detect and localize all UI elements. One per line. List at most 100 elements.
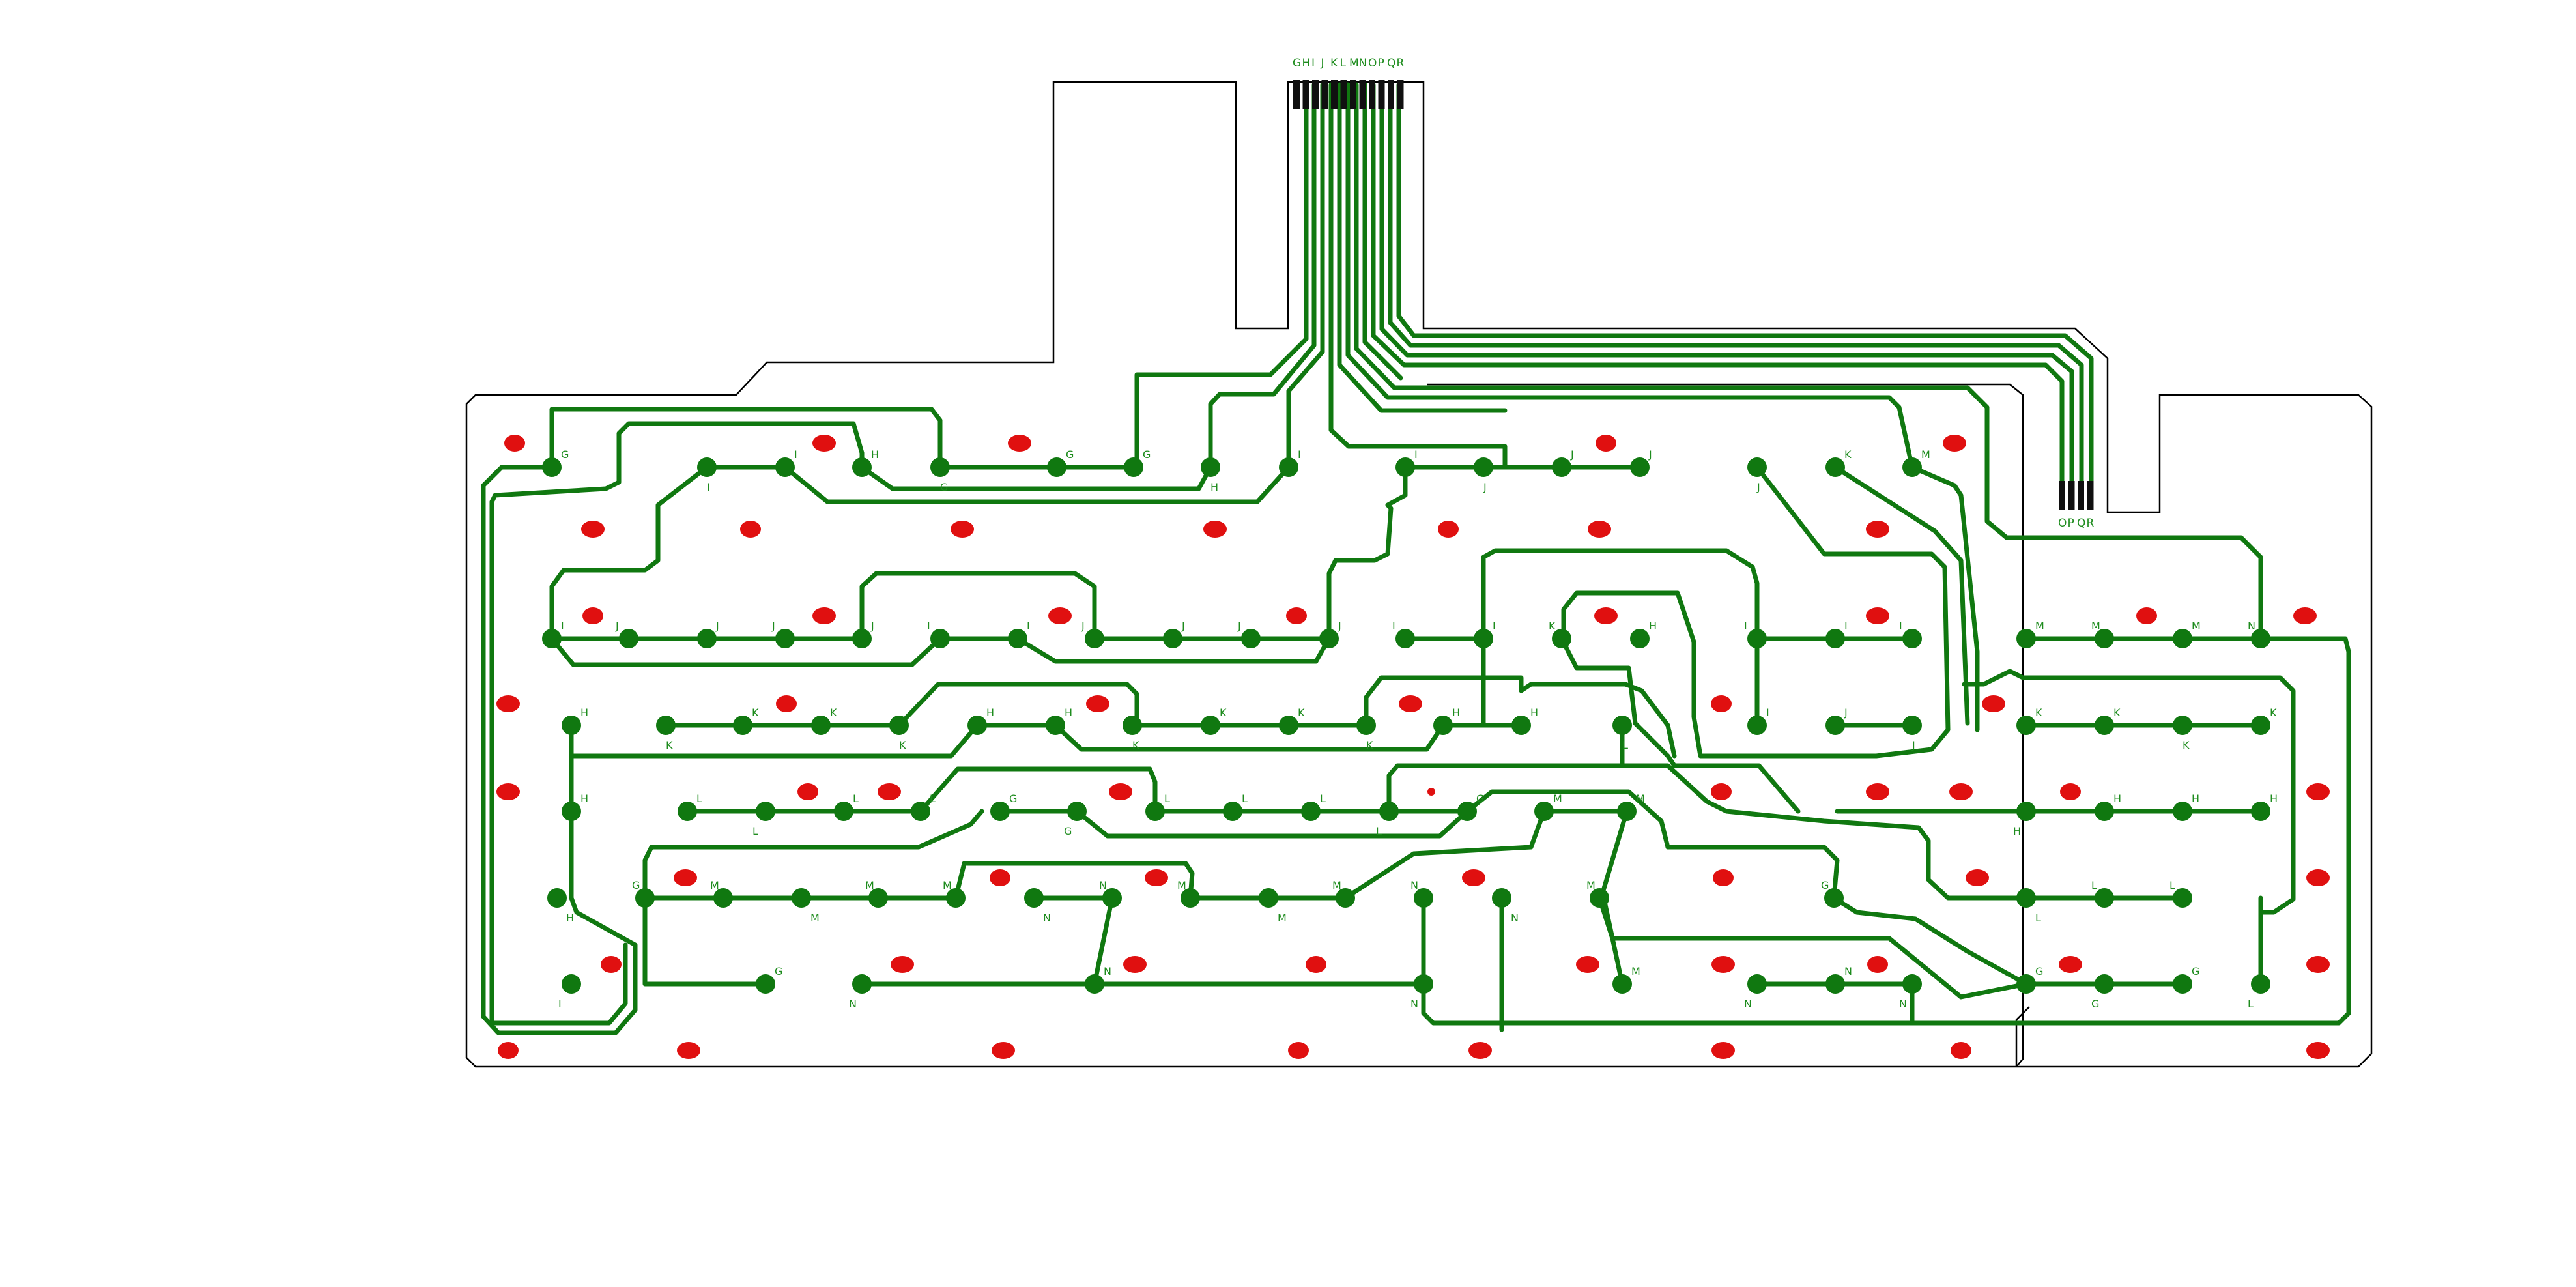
switch-pad bbox=[1356, 716, 1376, 735]
circuit-trace bbox=[1337, 82, 1508, 413]
switch-pad bbox=[2173, 629, 2192, 648]
mounting-hole bbox=[2306, 1042, 2330, 1059]
switch-pad bbox=[2016, 888, 2036, 908]
switch-pad bbox=[1902, 716, 1922, 735]
pad-label: I bbox=[707, 481, 710, 493]
circuit-trace bbox=[953, 861, 1195, 901]
switch-pad bbox=[1379, 802, 1399, 821]
switch-pad bbox=[1433, 716, 1453, 735]
pad-label: G bbox=[1009, 792, 1017, 805]
switch-pad bbox=[1902, 457, 1922, 477]
mounting-hole bbox=[1867, 956, 1888, 973]
mounting-hole bbox=[496, 695, 520, 712]
switch-pad bbox=[547, 888, 567, 908]
pad-label: L bbox=[696, 792, 702, 805]
mounting-hole bbox=[1123, 956, 1147, 973]
switch-pad bbox=[1474, 457, 1493, 477]
pad-label: N bbox=[1410, 879, 1418, 891]
switch-pad bbox=[930, 457, 950, 477]
switch-pad bbox=[713, 888, 733, 908]
switch-pad bbox=[2016, 629, 2036, 648]
pad-label: I bbox=[1493, 620, 1496, 632]
switch-pad bbox=[562, 716, 581, 735]
switch-pad bbox=[2251, 716, 2270, 735]
switch-pad bbox=[1825, 629, 1845, 648]
pad-label: J bbox=[715, 620, 719, 632]
pad-label: K bbox=[2035, 706, 2042, 719]
switch-pad bbox=[1630, 629, 1650, 648]
circuit-trace bbox=[1326, 465, 1408, 641]
circuit-trace bbox=[1962, 669, 2296, 987]
circuit-trace bbox=[1371, 82, 2065, 488]
pad-label: G bbox=[561, 448, 569, 461]
switch-pad bbox=[1067, 802, 1087, 821]
pad-label: N bbox=[1410, 998, 1418, 1010]
connector-pin-label: H bbox=[1302, 57, 1312, 70]
switch-pad bbox=[1201, 716, 1220, 735]
switch-pad bbox=[756, 974, 775, 994]
switch-pad bbox=[1825, 457, 1845, 477]
mounting-hole bbox=[1711, 956, 1735, 973]
circuit-trace bbox=[1597, 895, 2029, 1000]
mounting-hole bbox=[878, 783, 901, 800]
pad-label: G bbox=[1476, 792, 1484, 805]
mounting-hole bbox=[2136, 607, 2157, 624]
pad-label: H bbox=[580, 706, 588, 719]
mounting-hole bbox=[1462, 869, 1485, 886]
pad-label: I bbox=[558, 998, 562, 1010]
pad-label: N bbox=[1104, 965, 1111, 977]
circuit-trace bbox=[1286, 82, 1325, 470]
pad-label: K bbox=[830, 706, 837, 719]
mounting-hole bbox=[1145, 869, 1168, 886]
connector-pin bbox=[2087, 481, 2094, 510]
circuit-trace bbox=[859, 571, 1097, 641]
circuit-trace bbox=[1152, 763, 2029, 901]
switch-pad bbox=[1457, 802, 1477, 821]
switch-pad bbox=[834, 802, 853, 821]
circuit-trace bbox=[1831, 895, 2029, 987]
pad-label: K bbox=[1549, 620, 1556, 632]
mounting-hole bbox=[1288, 1042, 1309, 1059]
pad-label: I bbox=[1298, 448, 1301, 461]
mounting-hole bbox=[1951, 1042, 1971, 1059]
connector-pin bbox=[1388, 80, 1394, 109]
pad-label: I bbox=[927, 620, 930, 632]
pad-label: L bbox=[2035, 912, 2041, 924]
switch-pad bbox=[1181, 888, 1200, 908]
circuit-trace bbox=[1600, 809, 1629, 987]
pad-label: H bbox=[871, 448, 879, 461]
mounting-hole bbox=[1048, 607, 1072, 624]
circuit-trace bbox=[975, 723, 1446, 752]
pad-label: G bbox=[1821, 879, 1829, 891]
switch-pad bbox=[1241, 629, 1261, 648]
switch-pad bbox=[2095, 888, 2114, 908]
pad-label: M bbox=[2035, 620, 2044, 632]
mounting-hole bbox=[797, 783, 818, 800]
mounting-hole bbox=[2060, 783, 2081, 800]
connector-pin-label: O bbox=[1368, 57, 1378, 70]
switch-pad bbox=[1223, 802, 1242, 821]
switch-pad bbox=[1747, 974, 1767, 994]
pad-label: H bbox=[2013, 825, 2021, 837]
pad-label: H bbox=[1530, 706, 1538, 719]
pad-label: H bbox=[2270, 792, 2278, 805]
pad-label: H bbox=[1452, 706, 1460, 719]
pad-label: M bbox=[865, 879, 874, 891]
mounting-hole bbox=[1399, 695, 1422, 712]
mounting-hole bbox=[601, 956, 622, 973]
switch-pad bbox=[562, 802, 581, 821]
connector-pin bbox=[1378, 80, 1385, 109]
connector-pin bbox=[1293, 80, 1300, 109]
switch-pad bbox=[697, 457, 717, 477]
mounting-hole bbox=[1866, 521, 1889, 538]
circuit-trace bbox=[1559, 636, 1801, 814]
connector-pin-label: L bbox=[1340, 57, 1347, 70]
switch-pad bbox=[2016, 974, 2036, 994]
switch-pad bbox=[1024, 888, 1044, 908]
switch-pad bbox=[542, 457, 562, 477]
switch-pad bbox=[542, 629, 562, 648]
circuit-trace bbox=[549, 465, 709, 641]
switch-pad bbox=[1590, 888, 1609, 908]
mounting-hole bbox=[1713, 869, 1734, 886]
